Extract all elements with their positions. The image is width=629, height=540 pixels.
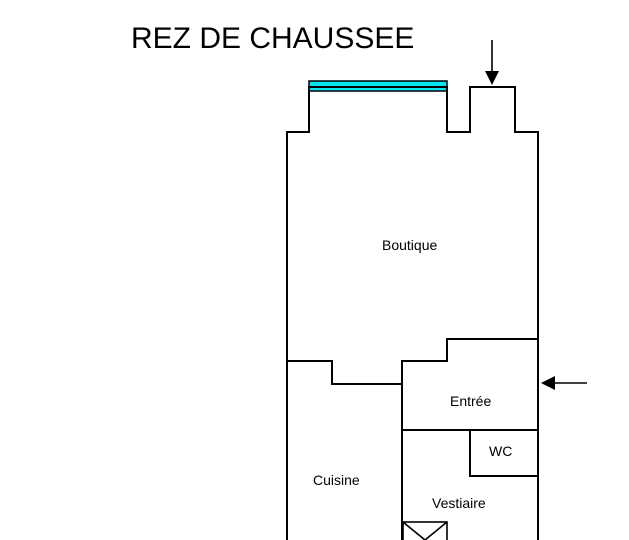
room-label-entree: Entrée (450, 393, 491, 409)
outer-wall (286, 86, 539, 540)
room-label-vestiaire: Vestiaire (432, 495, 486, 511)
room-label-cuisine: Cuisine (313, 472, 360, 488)
boutique-partition (286, 338, 539, 385)
storage-box (402, 521, 448, 540)
wc-wall (469, 429, 539, 477)
storage-box-cross-1 (402, 521, 426, 540)
storage-box-cross-2 (424, 521, 448, 540)
room-label-boutique: Boutique (382, 237, 437, 253)
room-label-wc: WC (489, 443, 512, 459)
side-entrance-arrow-head (541, 376, 555, 390)
plan-title: REZ DE CHAUSSEE (131, 22, 414, 55)
top-entrance-arrow-head (485, 71, 499, 85)
